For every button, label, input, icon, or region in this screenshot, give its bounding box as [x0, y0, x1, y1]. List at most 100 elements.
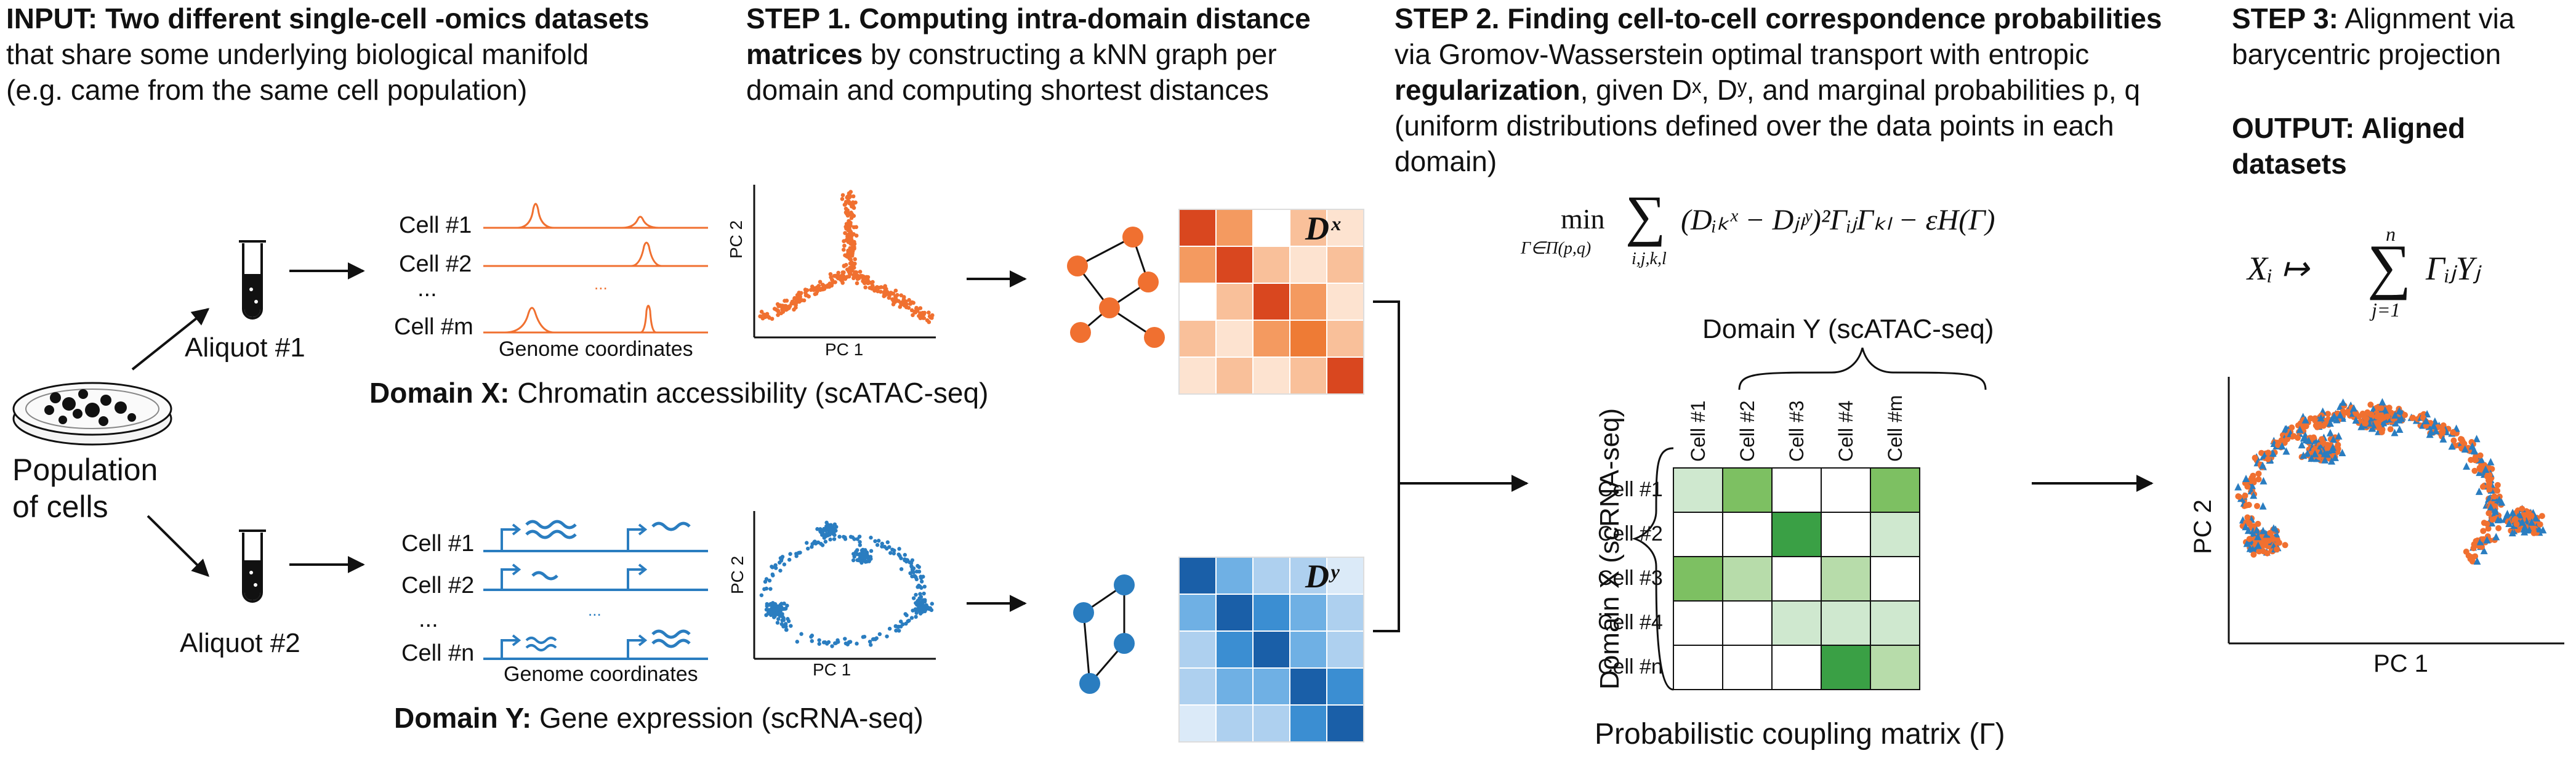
scatter-point [893, 288, 898, 293]
scatter-point [2323, 450, 2331, 458]
rna-tracks: ... [483, 520, 708, 660]
scatter-point [923, 608, 928, 613]
scatter-point [826, 283, 831, 288]
scatter-point [782, 562, 787, 566]
scatter-point [777, 560, 782, 565]
scatter-point [765, 604, 769, 608]
scatter-point [877, 632, 882, 637]
scatter-point [831, 280, 835, 284]
scatter-point [911, 570, 916, 574]
scatter-point [843, 206, 848, 211]
matrix-cell [1215, 320, 1254, 358]
matrix-cell [1178, 283, 1217, 321]
matrix-cell [1289, 594, 1327, 632]
scatter-point [2396, 406, 2404, 414]
scatter-point [2375, 419, 2381, 426]
scatter-point [778, 303, 783, 308]
scatter-point [2235, 493, 2242, 500]
scatter-point [2255, 476, 2262, 483]
scatter-point [919, 579, 924, 584]
scatter-point [2317, 414, 2325, 422]
scatter-point [887, 545, 892, 549]
scatter-point [914, 306, 919, 311]
matrix-cell [1215, 557, 1254, 595]
scatter-point [2477, 452, 2484, 459]
scatter-point [930, 602, 935, 606]
coupling-cell [1722, 512, 1773, 557]
scatter-point [2477, 466, 2484, 473]
scatter-point [815, 527, 819, 531]
scatter-point [875, 289, 880, 294]
scatter-point [766, 610, 771, 615]
scatter-point [848, 190, 853, 195]
scatter-point [912, 309, 917, 314]
scatter-point [2491, 493, 2498, 500]
scatter-point [2494, 481, 2501, 488]
scatter-point [781, 310, 786, 314]
scatter-point [853, 200, 858, 205]
scatter-point [918, 311, 922, 315]
scatter-point [904, 621, 908, 626]
scatter-point [794, 305, 798, 310]
scatter-point [2264, 456, 2271, 462]
scatter-point [914, 592, 918, 597]
step1-line-3: domain and computing shortest distances [746, 74, 1269, 106]
scatter-point [813, 292, 818, 296]
scatter-point [2367, 401, 2374, 408]
scatter-point [898, 619, 903, 624]
scatter-point [2259, 461, 2267, 469]
scatter-point [854, 225, 859, 230]
scatter-point [858, 558, 863, 563]
scatter-point [875, 285, 879, 289]
scatter-point [2316, 454, 2323, 461]
scatter-point [805, 293, 810, 298]
scatter-point [864, 280, 869, 285]
domain-y-genome-label: Genome coordinates [504, 662, 698, 686]
scatter-point [829, 529, 833, 534]
scatter-point [788, 552, 792, 556]
scatter-point [2485, 525, 2492, 532]
scatter-point [848, 272, 853, 276]
domain-y-pc2-label: PC 2 [728, 555, 747, 594]
scatter-point [2311, 449, 2319, 457]
scatter-point [910, 558, 915, 563]
step2-line-3: regularization, given Dˣ, Dʸ, and margin… [1395, 74, 2141, 106]
domain-x-cell-label: Cell #2 [399, 251, 472, 277]
scatter-point [2250, 551, 2257, 558]
distance-matrix-x [1178, 209, 1364, 395]
scatter-point [823, 539, 828, 544]
scatter-point [920, 610, 925, 614]
scatter-point [2516, 511, 2524, 519]
domain-x-cell-label: Cell #1 [399, 212, 472, 238]
scatter-point [2473, 435, 2481, 443]
scatter-point [919, 606, 924, 611]
matrix-cell [1326, 283, 1364, 321]
scatter-point [858, 540, 862, 544]
scatter-point [907, 618, 911, 623]
scatter-point [847, 219, 851, 223]
matrix-x-label: Dˣ [1305, 210, 1341, 247]
aliquot-2-label: Aliquot #2 [180, 628, 300, 658]
scatter-point [779, 605, 784, 610]
domain-y-cell-label: Cell #2 [401, 573, 475, 598]
scatter-point [911, 596, 916, 600]
scatter-point [899, 293, 904, 298]
scatter-point [2480, 547, 2488, 555]
scatter-point [810, 544, 814, 549]
scatter-point [919, 595, 924, 599]
coupling-braces [1632, 347, 1987, 691]
scatter-point [850, 249, 855, 254]
scatter-point [2463, 462, 2471, 470]
scatter-point [2468, 554, 2474, 560]
matrix-cell [1215, 246, 1254, 284]
scatter-point [2310, 434, 2317, 441]
matrix-cell [1178, 557, 1217, 595]
scatter-point [820, 287, 825, 292]
scatter-point [873, 539, 877, 544]
bary-formula-sum-top: n [2386, 223, 2396, 245]
scatter-point [2269, 536, 2276, 542]
scatter-point [2242, 523, 2250, 531]
coupling-cell [1673, 512, 1723, 557]
aligned-pc1-label: PC 1 [2373, 650, 2428, 677]
scatter-point [903, 553, 908, 557]
